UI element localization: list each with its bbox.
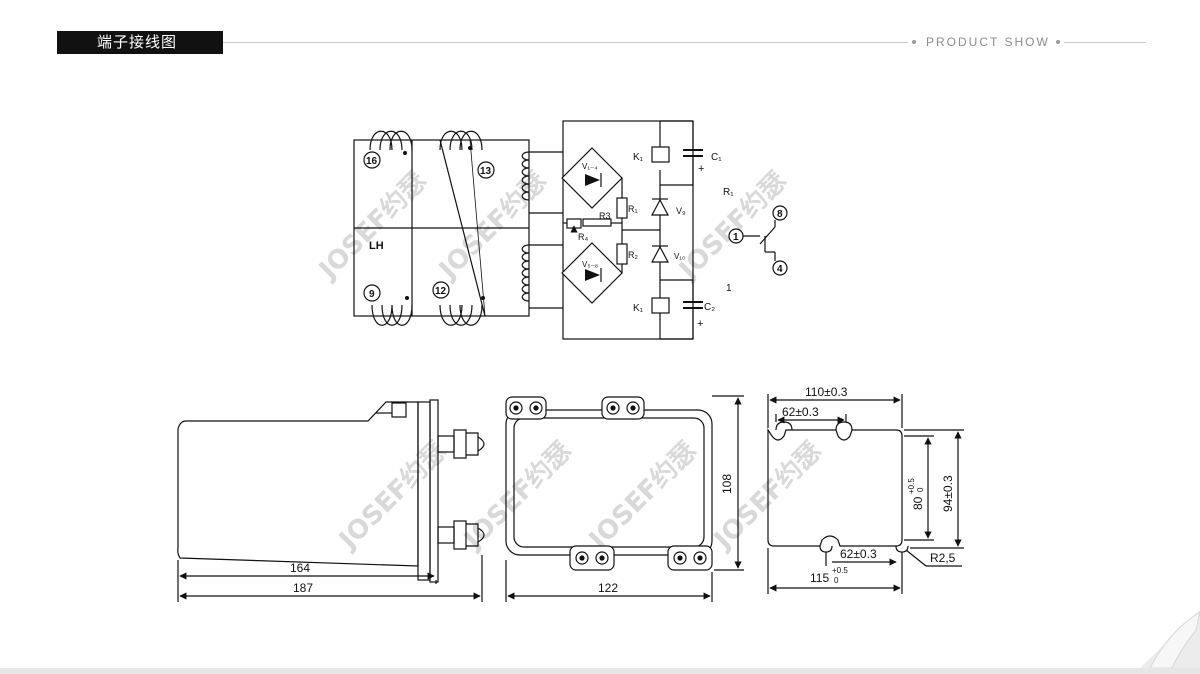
schematic-labels: 16 13 9 12 1 8 4 LH K₁ C₁ + R₁ V₁₋₄ R₁ V… <box>366 152 783 330</box>
page-bottom-border <box>0 668 1200 674</box>
mounting-view-labels: 110±0.3 62±0.3 80 +0.5 0 94±0.3 62±0.3 1… <box>782 385 956 585</box>
dim-110: 110±0.3 <box>805 385 848 399</box>
v58-label: V₅₋₈ <box>582 260 598 269</box>
coil-top-left <box>369 130 413 151</box>
dim-115: 115 <box>810 571 829 585</box>
terminal-1-label: 1 <box>733 232 739 243</box>
dim-80: 80 <box>911 496 925 510</box>
dim-62-bottom: 62±0.3 <box>840 547 877 561</box>
watermark: JOSEF约瑟 <box>432 165 553 286</box>
coil-bottom-right <box>439 304 483 326</box>
watermark: JOSEF约瑟 <box>582 435 703 556</box>
side-view <box>177 399 485 602</box>
divider-dot <box>912 40 916 44</box>
coil-bottom-left <box>371 304 413 326</box>
rectifier-board <box>562 120 694 340</box>
r1-contact-label: R₁ <box>723 187 734 198</box>
dim-r25: R2,5 <box>930 551 956 565</box>
dim-62-top: 62±0.3 <box>782 405 819 419</box>
label-1: 1 <box>726 283 732 294</box>
resistor-r2 <box>616 243 628 265</box>
diode-v9 <box>651 198 669 216</box>
v10-label: V₁₀ <box>674 252 685 261</box>
r1-label: R₁ <box>628 204 638 214</box>
watermark: JOSEF约瑟 <box>332 435 453 556</box>
r4-label: R₄ <box>578 232 588 242</box>
dim-115-tol-lower: 0 <box>834 576 839 585</box>
dim-187: 187 <box>293 581 313 595</box>
terminal-4-label: 4 <box>777 264 783 275</box>
k1-top-label: K₁ <box>633 152 644 163</box>
dim-80-group: 80 +0.5 0 <box>907 478 925 510</box>
c1-label: C₁ <box>711 152 722 163</box>
side-view-labels: 164 187 <box>290 561 313 595</box>
terminal-12-label: 12 <box>435 286 447 297</box>
secondary-coil-top <box>521 151 530 201</box>
header-divider-right <box>1064 42 1146 43</box>
terminal-13-label: 13 <box>480 166 492 177</box>
page-title: 端子接线图 <box>57 31 223 54</box>
relay-k1-bottom <box>651 297 670 314</box>
front-view-labels: 122 108 <box>598 474 734 595</box>
diode-v10 <box>651 245 669 263</box>
coil-top-right <box>439 130 483 151</box>
page-curl <box>1140 610 1200 669</box>
watermark: JOSEF约瑟 <box>457 435 578 556</box>
side-view-panel <box>417 401 431 581</box>
r2-label: R₂ <box>628 250 638 260</box>
terminal-16-circle <box>363 151 381 169</box>
lh-label: LH <box>369 240 384 252</box>
terminal-8-circle <box>772 205 788 221</box>
side-view-body <box>177 401 419 567</box>
divider-dot <box>1056 40 1060 44</box>
front-view <box>505 395 744 602</box>
dim-108: 108 <box>720 474 734 494</box>
terminal-9-label: 9 <box>369 289 375 300</box>
terminal-12-circle <box>432 281 450 299</box>
r3-label: R3 <box>599 211 611 221</box>
relay-k1-top <box>651 146 670 163</box>
c2-label: C₂ <box>704 302 715 313</box>
secondary-coil-bottom <box>521 244 530 302</box>
dim-164: 164 <box>290 561 310 575</box>
k1-bottom-label: K₁ <box>633 303 644 314</box>
schematic <box>353 120 788 340</box>
header-divider <box>223 42 908 43</box>
terminal-9-circle <box>363 284 381 302</box>
dim-80-tol-upper: +0.5 <box>907 478 916 494</box>
dim-80-tol-lower: 0 <box>916 487 925 492</box>
v9-label: V₉ <box>676 206 686 216</box>
resistor-r1 <box>616 197 628 219</box>
watermark: JOSEF约瑟 <box>312 165 433 286</box>
terminal-13-circle <box>477 161 495 179</box>
terminal-8-label: 8 <box>777 209 783 220</box>
v14-label: V₁₋₄ <box>582 162 598 171</box>
c1-plus: + <box>698 163 704 175</box>
product-show-label: PRODUCT SHOW <box>926 35 1050 49</box>
watermark: JOSEF约瑟 <box>707 435 828 556</box>
terminal-4-circle <box>772 260 788 276</box>
dim-122: 122 <box>598 581 618 595</box>
mounting-view <box>767 394 964 594</box>
dim-115-tol-upper: +0.5 <box>832 566 848 575</box>
c2-plus: + <box>697 318 703 330</box>
dim-94: 94±0.3 <box>941 475 955 512</box>
terminal-16-label: 16 <box>366 156 378 167</box>
